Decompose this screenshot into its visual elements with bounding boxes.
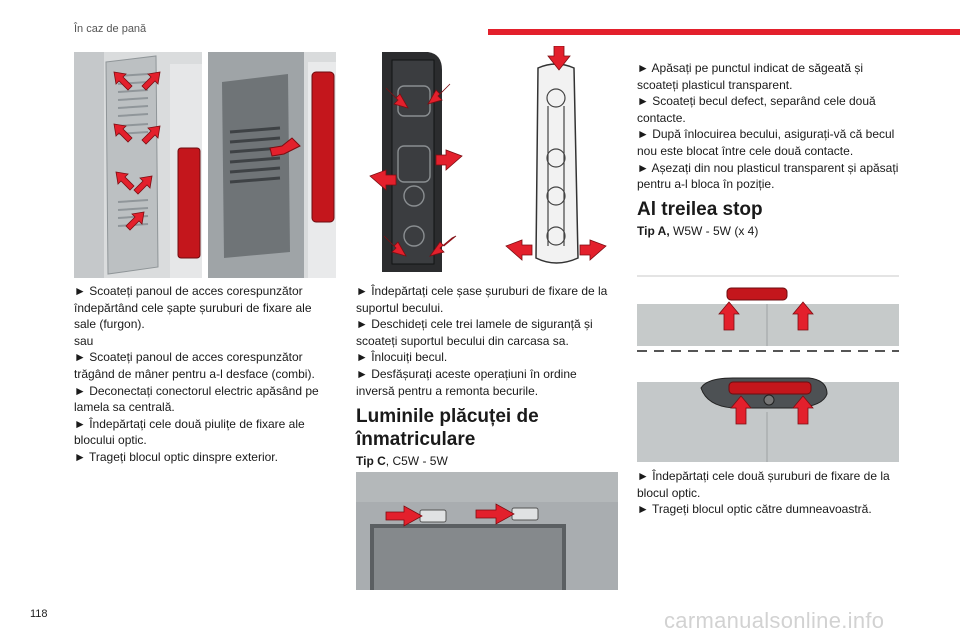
section-title-plate-lights: Luminile plăcuței de înmatriculare: [356, 406, 539, 450]
step-check-new-bulb: ► După înlocuirea becului, asigurați-vă …: [637, 127, 895, 158]
step-remove-six-screws: ► Îndepărtați cele șase șuruburi de fixa…: [356, 284, 608, 315]
column3-text-bottom: ► Îndepărtați cele două șuruburi de fixa…: [637, 468, 903, 518]
illustration-third-brake-light: [637, 272, 899, 462]
bulb-type-plate: Tip C, C5W - 5W: [356, 454, 448, 468]
step-pull-block-towards-you: ► Trageți blocul optic către dumneavoast…: [637, 502, 872, 517]
step-reverse-order: ► Desfășurați aceste operațiuni în ordin…: [356, 366, 577, 398]
page-number: 118: [30, 608, 48, 620]
bulb-type-value: W5W - 5W (x 4): [669, 224, 759, 238]
illustration-optic-block: [208, 52, 336, 278]
watermark: carmanualsonline.info: [664, 608, 885, 633]
illustration-access-panel: [74, 52, 202, 278]
step-replace-bulb: ► Înlocuiți becul.: [356, 350, 448, 365]
column1-text: ► Scoateți panoul de acces corespunzător…: [74, 283, 336, 466]
step-remove-two-screws: ► Îndepărtați cele două șuruburi de fixa…: [637, 469, 890, 500]
bulb-type-label: Tip C: [356, 454, 386, 468]
step-remove-panel-combi: ► Scoateți panoul de acces corespunzător…: [74, 350, 315, 381]
step-refit-transparent: ► Așezați din nou plasticul transparent …: [637, 160, 899, 192]
step-remove-panel-van: ► Scoateți panoul de acces corespunzător…: [74, 284, 312, 332]
illustration-bulb-holder: [356, 46, 618, 278]
illustration-plate-lights: [356, 472, 618, 590]
bulb-type-value: , C5W - 5W: [385, 454, 448, 468]
step-remove-nuts: ► Îndepărtați cele două piulițe de fixar…: [74, 416, 305, 448]
step-press-arrow-point: ► Apăsați pe punctul indicat de săgeată …: [637, 61, 864, 92]
step-or: sau: [74, 333, 94, 348]
header-title: În caz de pană: [74, 23, 147, 35]
section-title-third-stop: Al treilea stop: [637, 199, 763, 220]
column3-text-top: ► Apăsați pe punctul indicat de săgeată …: [637, 60, 903, 193]
bulb-type-label: Tip A,: [637, 224, 670, 238]
step-disconnect-connector: ► Deconectați conectorul electric apăsân…: [74, 383, 319, 415]
column2-text: ► Îndepărtați cele șase șuruburi de fixa…: [356, 283, 618, 399]
bulb-type-third-stop: Tip A, W5W - 5W (x 4): [637, 224, 758, 238]
header-accent-bar: [488, 29, 960, 35]
step-open-safety-tabs: ► Deschideți cele trei lamele de siguran…: [356, 317, 593, 348]
step-remove-faulty-bulb: ► Scoateți becul defect, separând cele d…: [637, 94, 876, 125]
step-pull-optic-block: ► Trageți blocul optic dinspre exterior.: [74, 449, 278, 464]
